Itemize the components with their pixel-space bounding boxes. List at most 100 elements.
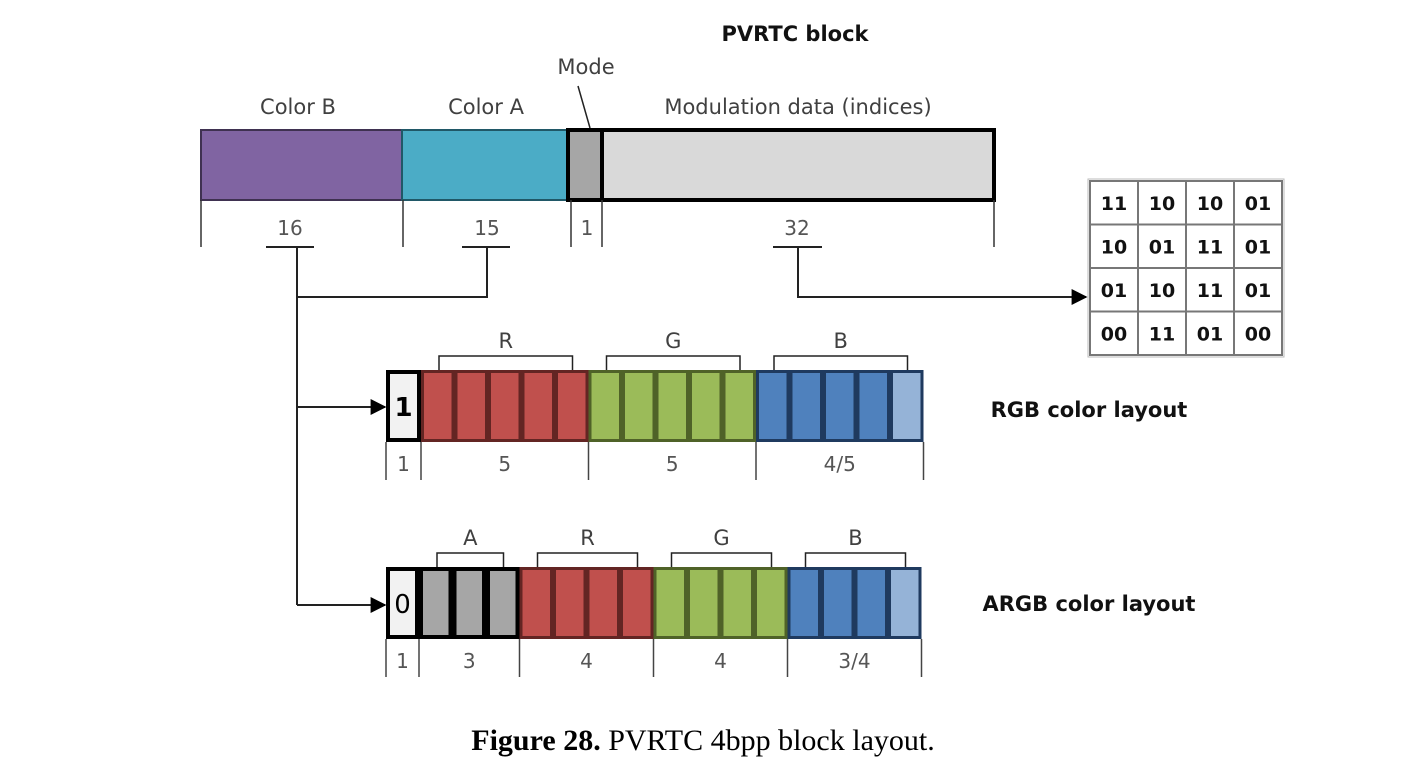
- grid-cell-value: 00: [1245, 323, 1271, 345]
- grid-cell-value: 01: [1101, 280, 1127, 302]
- green-bit-cell: [722, 370, 756, 442]
- mode-bit-value: 1: [394, 393, 412, 423]
- group-label-g: G: [713, 526, 729, 550]
- red-bit-cell: [553, 567, 587, 639]
- blue-bit-cell: [856, 370, 890, 442]
- grid-cell: [1233, 267, 1283, 313]
- group-bits-label: 4: [580, 649, 593, 673]
- green-bit-cell: [754, 567, 788, 639]
- modulation-grid: 11 10 10 01 10 01 11 01 01 10 11 01 00 11 01 00: [1087, 178, 1285, 358]
- grid-cell-value: 01: [1245, 236, 1271, 258]
- blue-bit-cell: [854, 567, 888, 639]
- grid-cell: [1233, 310, 1283, 356]
- grid-cell-value: 11: [1101, 193, 1127, 215]
- blue-bit-cell: [823, 370, 857, 442]
- blue-bit-cell: [888, 567, 922, 639]
- group-brace: [436, 552, 505, 567]
- grid-cell: [1089, 310, 1139, 356]
- red-bit-cell: [488, 370, 522, 442]
- grid-cell-value: 10: [1149, 280, 1175, 302]
- group-brace: [670, 552, 773, 567]
- field-color-a: [401, 129, 568, 201]
- grid-cell-value: 11: [1197, 280, 1223, 302]
- green-bit-cell: [720, 567, 754, 639]
- blue-bit-cell: [821, 567, 855, 639]
- group-bits-label: 4: [714, 649, 727, 673]
- grid-cell: [1233, 180, 1283, 226]
- red-bit-cell: [521, 370, 555, 442]
- figure-number: Figure 28.: [471, 724, 601, 757]
- mode-leader-line: [577, 85, 591, 129]
- grid-cell-value: 00: [1101, 323, 1127, 345]
- mode-bit-cell: [386, 567, 419, 639]
- group-label-a: A: [463, 526, 478, 550]
- figure-caption-text: PVRTC 4bpp block layout.: [600, 724, 935, 757]
- grid-cell-value: 10: [1149, 193, 1175, 215]
- grid-cell: [1137, 223, 1187, 269]
- group-bits-label: 1: [396, 649, 409, 673]
- argb-layout: 0 A R G B 1 3 4 4 3/4: [385, 526, 923, 677]
- rgb-layout-label: RGB color layout: [991, 398, 1188, 422]
- grid-cell-value: 01: [1245, 280, 1271, 302]
- mode-bit-value: 0: [394, 590, 411, 620]
- grid-cell-value: 10: [1101, 236, 1127, 258]
- group-bits-label: 1: [397, 452, 410, 476]
- field-label-modulation: Modulation data (indices): [664, 95, 931, 119]
- grid-cell-value: 01: [1197, 323, 1223, 345]
- block-title: PVRTC block: [722, 22, 870, 46]
- red-bit-cell: [620, 567, 654, 639]
- grid-cell-value: 10: [1197, 193, 1223, 215]
- figure-caption: Figure 28. PVRTC 4bpp block layout.: [0, 724, 1406, 758]
- grid-cell-value: 11: [1149, 323, 1175, 345]
- pvrtc-block-bar: [200, 128, 996, 202]
- alpha-bit-cell: [419, 567, 453, 639]
- field-mode: [566, 128, 604, 202]
- grid-cell: [1233, 223, 1283, 269]
- group-brace: [773, 355, 909, 370]
- grid-cell-value: 01: [1149, 236, 1175, 258]
- blue-bit-cell: [890, 370, 924, 442]
- group-label-b: B: [848, 526, 862, 550]
- bits-label-color-b: 16: [277, 216, 302, 240]
- green-bit-cell: [588, 370, 622, 442]
- group-bits-label: 3: [463, 649, 476, 673]
- group-label-b: B: [834, 329, 848, 353]
- field-color-b: [200, 129, 403, 201]
- grid-cell-value: 01: [1245, 193, 1271, 215]
- bits-label-mode: 1: [581, 216, 594, 240]
- group-bits-label: 5: [498, 452, 511, 476]
- red-bit-cell: [454, 370, 488, 442]
- red-bit-cell: [555, 370, 589, 442]
- field-label-mode: Mode: [557, 55, 614, 79]
- blue-bit-cell: [789, 370, 823, 442]
- bits-label-modulation: 32: [784, 216, 809, 240]
- group-bits-label: 5: [666, 452, 679, 476]
- group-label-r: R: [580, 526, 595, 550]
- blue-bit-cell: [787, 567, 821, 639]
- group-bits-label: 3/4: [838, 649, 870, 673]
- group-bits-label: 4/5: [824, 452, 856, 476]
- field-label-color-b: Color B: [260, 95, 336, 119]
- group-brace: [804, 552, 907, 567]
- group-brace: [536, 552, 639, 567]
- alpha-bit-cell: [452, 567, 486, 639]
- connectors: [266, 246, 1088, 613]
- field-label-color-a: Color A: [448, 95, 525, 119]
- argb-layout-label: ARGB color layout: [983, 592, 1196, 616]
- green-bit-cell: [687, 567, 721, 639]
- grid-cell: [1185, 310, 1235, 356]
- group-brace: [438, 355, 574, 370]
- alpha-bit-cell: [486, 567, 520, 639]
- red-bit-cell: [421, 370, 455, 442]
- red-bit-cell: [519, 567, 553, 639]
- blue-bit-cell: [756, 370, 790, 442]
- mode-bit-cell: [386, 370, 421, 442]
- green-bit-cell: [653, 567, 687, 639]
- red-bit-cell: [586, 567, 620, 639]
- green-bit-cell: [689, 370, 723, 442]
- grid-cell: [1137, 267, 1187, 313]
- grid-cell-value: 11: [1197, 236, 1223, 258]
- field-modulation: [600, 128, 996, 202]
